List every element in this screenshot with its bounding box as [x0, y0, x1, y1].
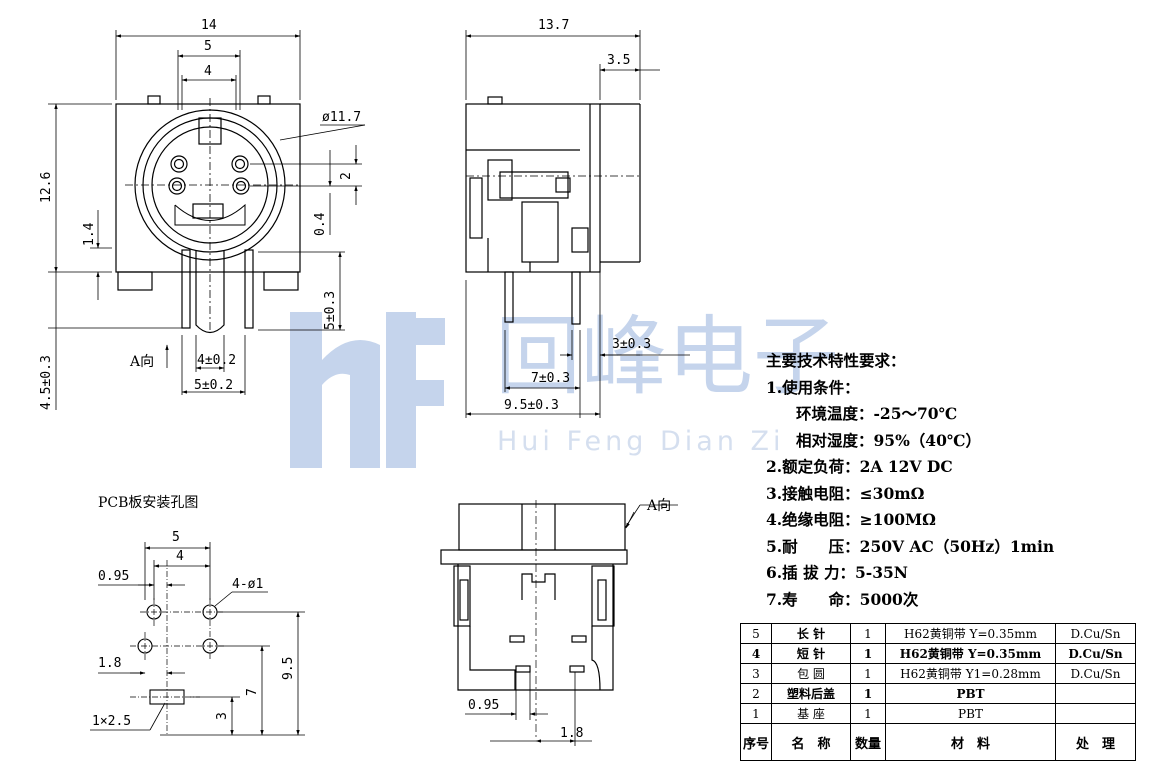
front-view: [48, 30, 366, 410]
bom-qty: 1: [850, 623, 886, 644]
bom-no: 3: [740, 663, 772, 684]
dim-35: 3.5: [607, 53, 630, 68]
bom-material: PBT: [885, 683, 1056, 704]
pcb-title: PCB板安装孔图: [98, 495, 198, 511]
bom-finish: [1055, 683, 1136, 704]
pcb-view-labels: 5 4 0.95 4-ø1 1.8 9.5 7 3 1×2.5: [92, 530, 296, 729]
bom-name: 短 针: [771, 643, 851, 664]
dim-45pm: 4.5±0.3: [39, 355, 54, 410]
pcb-dim-95: 9.5: [281, 657, 296, 680]
dim-diameter: ø11.7: [322, 110, 361, 125]
bom-row: 1 基 座 1 PBT: [740, 703, 1136, 724]
bom-qty: 1: [850, 683, 886, 704]
watermark-en: Hui Feng Dian Zi: [497, 426, 785, 457]
bom-no: 2: [740, 683, 772, 704]
pcb-dim-3: 3: [215, 712, 230, 720]
bom-name: 塑料后盖: [771, 683, 851, 704]
spec-humidity: 相对湿度：95%（40℃）: [796, 430, 981, 450]
bom-header-material: 材 料: [885, 723, 1056, 761]
bom-qty: 1: [850, 663, 886, 684]
bom-material: H62黄铜带 Y1=0.28mm: [885, 663, 1056, 684]
bom-row: 3 包 圆 1 H62黄铜带 Y1=0.28mm D.Cu/Sn: [740, 663, 1136, 684]
pcb-dim-slot: 1×2.5: [92, 714, 131, 729]
pcb-dim-7: 7: [245, 688, 260, 696]
bottom-dim-095: 0.95: [468, 698, 499, 713]
pcb-dim-5: 5: [172, 530, 180, 545]
bottom-view-labels: A向 0.95 1.8: [468, 498, 671, 741]
bottom-dim-18: 1.8: [560, 726, 583, 741]
specs-block: 主要技术特性要求： 1.使用条件： 环境温度：-25～70℃ 相对湿度：95%（…: [766, 348, 1146, 613]
bom-name: 长 针: [771, 623, 851, 644]
dim-2: 2: [339, 172, 354, 180]
dim-7pm: 7±0.3: [531, 371, 570, 386]
dim-pin-outer: 5: [204, 39, 212, 54]
bom-header-no: 序号: [740, 723, 772, 761]
bom-row: 2 塑料后盖 1 PBT: [740, 683, 1136, 704]
dim-width: 14: [201, 18, 217, 33]
dim-3pm: 3±0.3: [612, 337, 651, 352]
bom-header-name: 名 称: [771, 723, 851, 761]
bom-qty: 1: [850, 643, 886, 664]
bom-no: 5: [740, 623, 772, 644]
dim-5pm2: 5±0.2: [194, 378, 233, 393]
spec-temperature: 环境温度：-25～70℃: [796, 404, 958, 423]
pcb-view: [90, 542, 305, 736]
dim-5pm: 5±0.3: [323, 291, 338, 330]
bom-material: PBT: [885, 703, 1056, 724]
bom-finish: D.Cu/Sn: [1055, 643, 1136, 664]
watermark-cn: 回峰电子: [495, 307, 839, 407]
bom-header-qty: 数量: [850, 723, 886, 761]
bom-header-finish: 处 理: [1055, 723, 1136, 761]
bom-no: 1: [740, 703, 772, 724]
bom-material: H62黄铜带 Y=0.35mm: [885, 623, 1056, 644]
bom-material: H62黄铜带 Y=0.35mm: [885, 643, 1056, 664]
spec-item-5: 5.耐 压：250V AC（50Hz）1min: [766, 536, 1055, 556]
arrow-label-a: A向: [129, 354, 154, 370]
bom-row: 5 长 针 1 H62黄铜带 Y=0.35mm D.Cu/Sn: [740, 623, 1136, 644]
bom-name: 基 座: [771, 703, 851, 724]
pcb-dim-4: 4: [176, 549, 184, 564]
pcb-dim-18: 1.8: [98, 656, 121, 671]
bom-qty: 1: [850, 703, 886, 724]
dim-height: 12.6: [39, 172, 54, 203]
front-view-labels: 14 5 4 ø11.7 12.6 2 0.4 1.4 5±0.3 4.5±0.…: [39, 18, 361, 410]
bom-table: 5 长 针 1 H62黄铜带 Y=0.35mm D.Cu/Sn 4 短 针 1 …: [740, 623, 1136, 761]
bom-name: 包 圆: [771, 663, 851, 684]
dim-137: 13.7: [538, 18, 569, 33]
pcb-dim-095: 0.95: [98, 569, 129, 584]
bottom-arrow-label: A向: [646, 498, 671, 514]
side-view: [465, 30, 690, 418]
spec-item-7: 7.寿 命：5000次: [766, 589, 919, 609]
bottom-view: [440, 500, 678, 746]
bom-finish: D.Cu/Sn: [1055, 663, 1136, 684]
bom-finish: D.Cu/Sn: [1055, 623, 1136, 644]
bom-row: 4 短 针 1 H62黄铜带 Y=0.35mm D.Cu/Sn: [740, 643, 1136, 664]
specs-title: 主要技术特性要求：: [766, 351, 906, 370]
spec-item-4: 4.绝缘电阻：≥100MΩ: [766, 510, 936, 529]
spec-item-3: 3.接触电阻：≤30mΩ: [766, 483, 925, 503]
watermark-logo: [290, 312, 445, 468]
bom-finish: [1055, 703, 1136, 724]
bom-header-row: 序号 名 称 数量 材 料 处 理: [740, 723, 1136, 761]
dim-14: 1.4: [82, 222, 97, 246]
dim-4pm: 4±0.2: [197, 353, 236, 368]
watermark: 回峰电子 Hui Feng Dian Zi: [290, 307, 839, 468]
dim-95pm: 9.5±0.3: [504, 398, 559, 413]
dim-pin-inner: 4: [204, 64, 212, 79]
pcb-dim-holes: 4-ø1: [232, 577, 263, 592]
spec-item-6: 6.插 拔 力：5-35N: [766, 563, 908, 582]
bom-no: 4: [740, 643, 772, 664]
spec-item-1: 1.使用条件：: [766, 377, 860, 397]
side-view-labels: 13.7 3.5 3±0.3 7±0.3 9.5±0.3: [504, 18, 651, 413]
spec-item-2: 2.额定负荷：2A 12V DC: [766, 457, 953, 476]
dim-04: 0.4: [313, 212, 328, 236]
